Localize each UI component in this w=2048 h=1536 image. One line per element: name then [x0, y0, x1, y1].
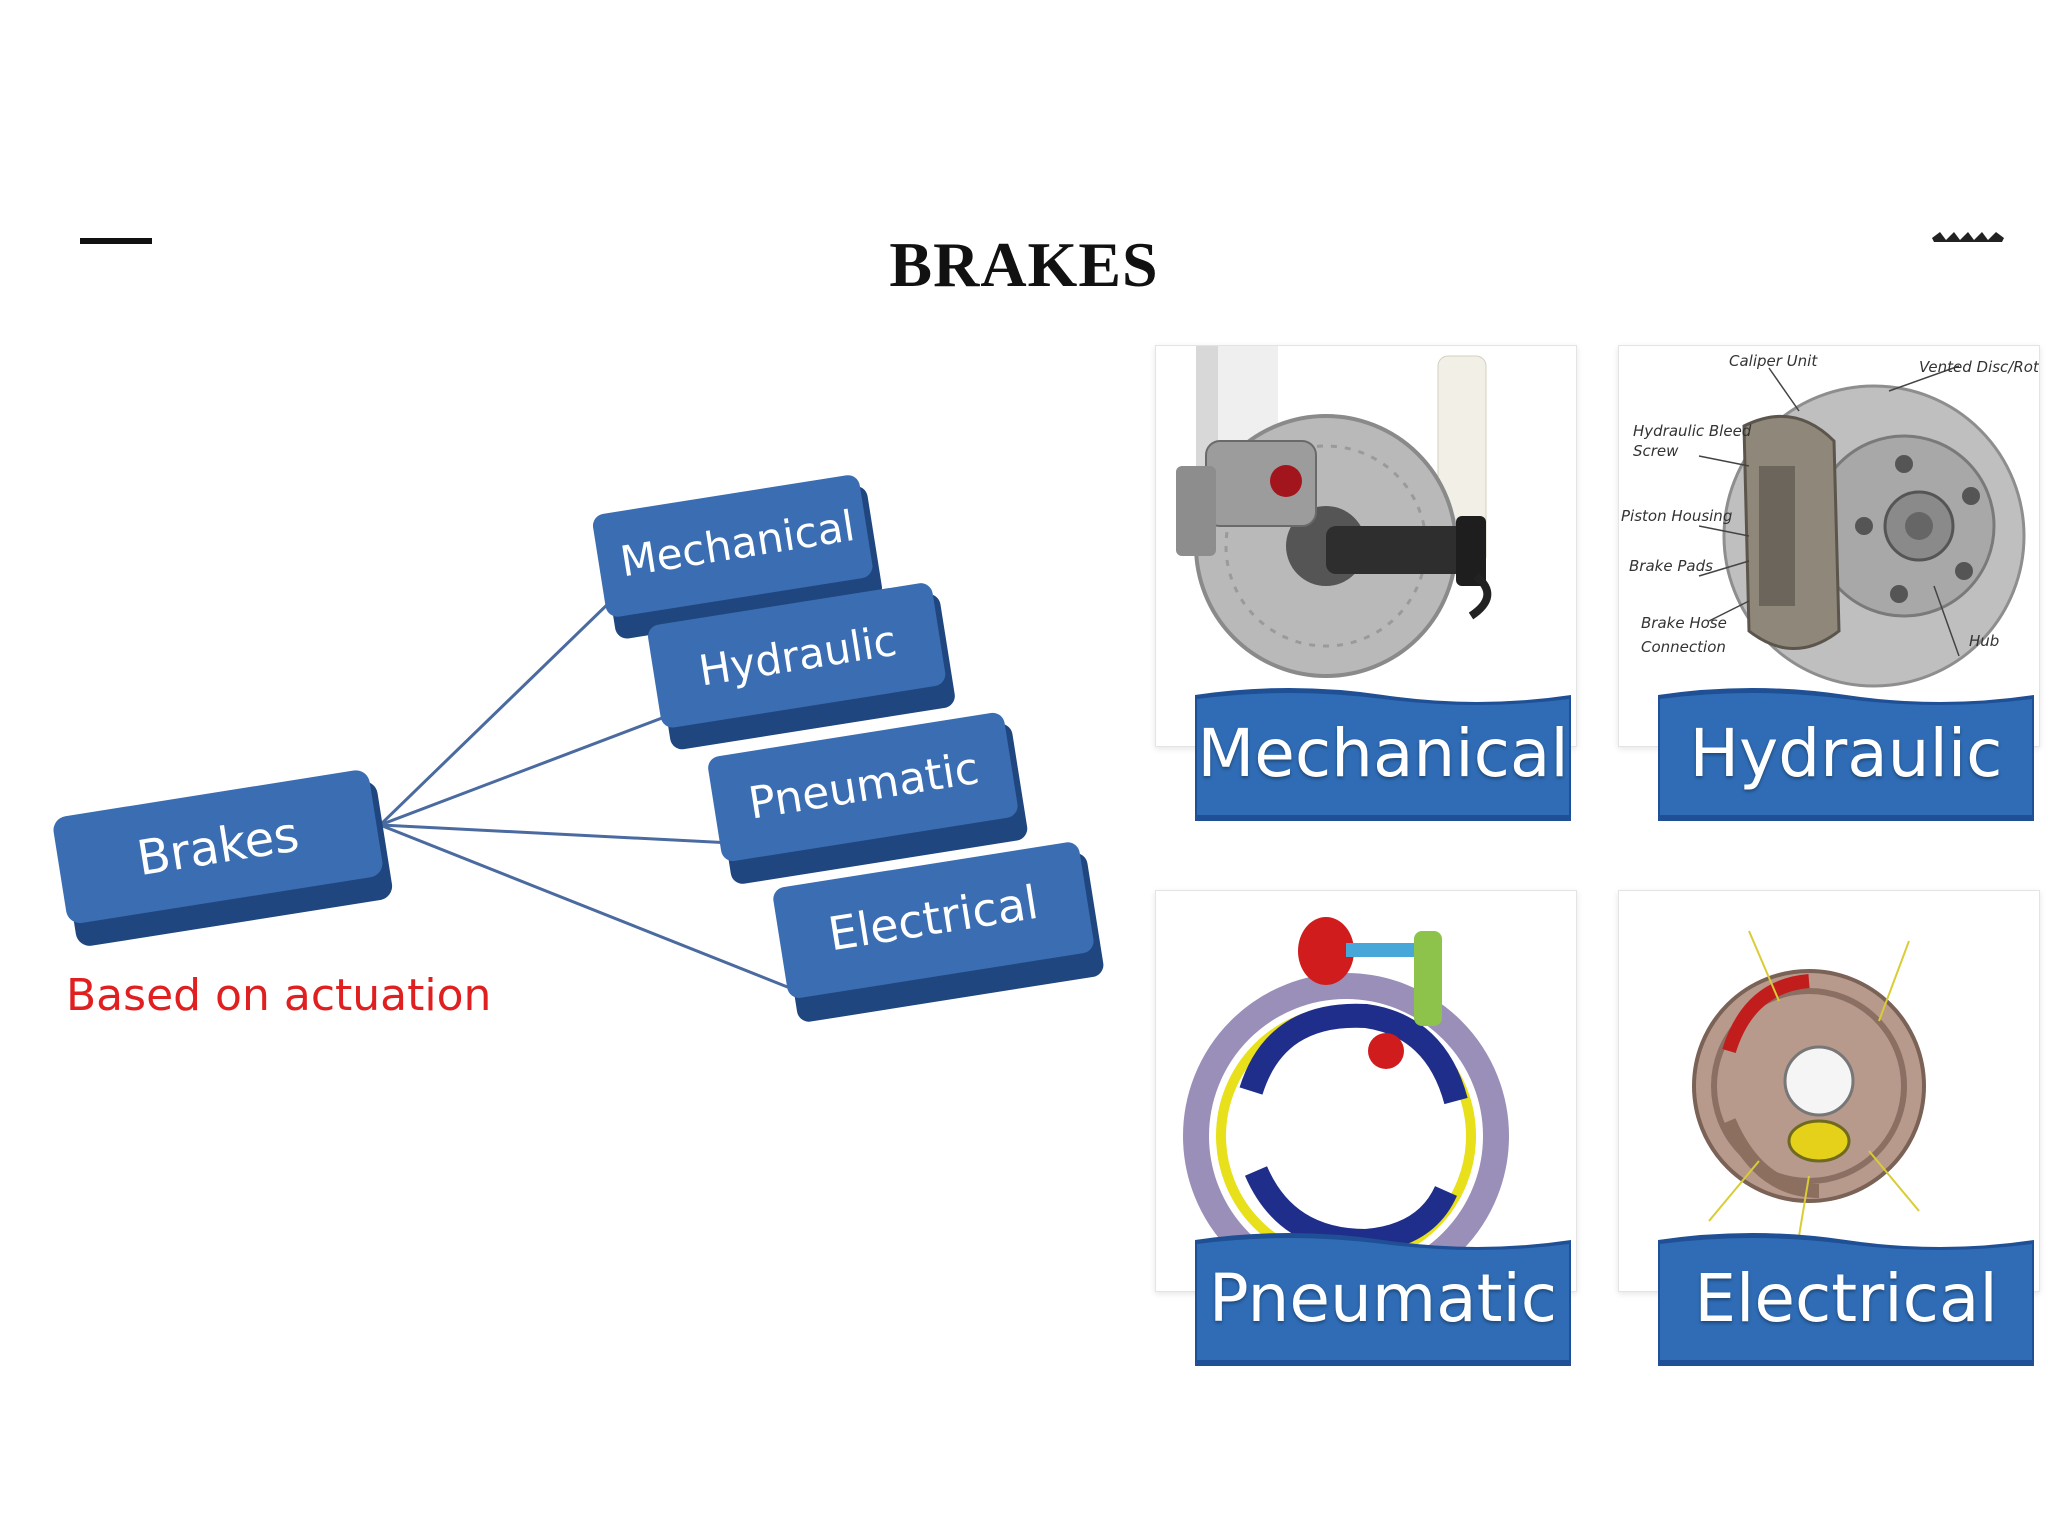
pneumatic-banner	[1195, 1233, 1571, 1366]
connector-mechanical	[378, 598, 614, 827]
node-pneumatic: Pneumatic	[708, 712, 1028, 884]
connector-electrical	[379, 823, 796, 992]
callout-brake-pads: Brake Pads	[1629, 557, 1713, 575]
callout-bleed-screw-2: Screw	[1633, 442, 1679, 460]
hydraulic-photo: Caliper Unit Vented Disc/Rotor Hydraulic…	[1618, 345, 2040, 747]
hydraulic-banner	[1658, 688, 2034, 821]
node-brakes: Brakes	[53, 770, 393, 946]
tree-connectors	[378, 598, 796, 992]
actuation-note: Based on actuation	[66, 970, 492, 1021]
callout-caliper-unit: Caliper Unit	[1729, 352, 1818, 370]
gear-icon	[1932, 232, 2004, 242]
mechanical-banner-label: Mechanical	[1197, 715, 1569, 792]
mechanical-photo	[1155, 345, 1577, 747]
callout-hose-1: Brake Hose	[1641, 614, 1727, 632]
callout-piston-housing: Piston Housing	[1621, 507, 1732, 525]
mechanical-banner	[1195, 688, 1571, 821]
pneumatic-banner-label: Pneumatic	[1208, 1260, 1558, 1337]
slide-title: BRAKES	[889, 229, 1159, 300]
connector-hydraulic	[379, 713, 671, 827]
hydraulic-banner-label: Hydraulic	[1689, 715, 2003, 792]
header-dash	[80, 238, 152, 244]
connector-pneumatic	[379, 823, 733, 845]
callout-vented-disc: Vented Disc/Rotor	[1919, 358, 2039, 376]
node-hydraulic: Hydraulic	[648, 583, 955, 750]
electrical-photo	[1618, 890, 2040, 1292]
node-mechanical: Mechanical	[592, 475, 882, 639]
callout-hose-2: Connection	[1641, 638, 1726, 656]
brake-tree-diagram: Brakes Mechanical Hydraulic Pneumatic El…	[53, 475, 1104, 1022]
electrical-banner-label: Electrical	[1694, 1260, 1998, 1337]
callout-bleed-screw-1: Hydraulic Bleed	[1633, 422, 1752, 440]
callout-hub: Hub	[1969, 632, 1999, 650]
electrical-banner	[1658, 1233, 2034, 1366]
node-electrical: Electrical	[773, 842, 1104, 1022]
